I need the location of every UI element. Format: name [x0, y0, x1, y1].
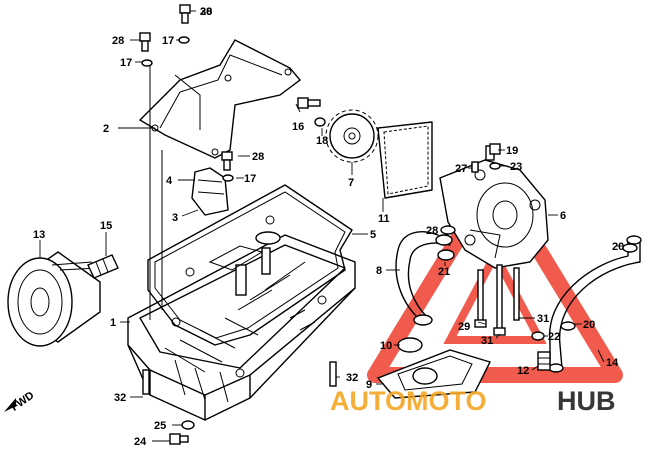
pickup-plate [376, 349, 491, 399]
callout-4: 4 [166, 175, 173, 187]
o-ring-21 [437, 249, 455, 261]
oil-filter [7, 251, 101, 347]
bolt-29 [474, 269, 487, 328]
washer-18 [314, 117, 326, 127]
bolt-30 [179, 4, 191, 24]
fwd-label: FWD [9, 389, 36, 413]
oil-hose [548, 235, 642, 373]
callout-5: 5 [370, 229, 376, 241]
oil-pipe [395, 231, 453, 326]
callout-30: 30 [200, 6, 212, 18]
fitting-19 [489, 143, 501, 155]
callout-9: 9 [366, 379, 372, 391]
o-ring-28c [440, 225, 456, 235]
callout-17a: 17 [120, 57, 132, 69]
washer-23 [489, 162, 501, 170]
washer-17b [178, 36, 190, 44]
callout-15: 15 [100, 220, 112, 232]
bolt-28b [221, 151, 233, 171]
callout-7: 7 [348, 177, 354, 189]
oil-pump-chain [377, 121, 433, 199]
forward-arrow: FWD [4, 389, 36, 414]
oil-pump-sprocket [325, 109, 379, 163]
callout-31a: 31 [537, 313, 549, 325]
callout-2: 2 [103, 123, 109, 135]
baffle-plate [138, 39, 302, 159]
callout-11: 11 [378, 213, 390, 225]
bolt-32b [329, 361, 337, 387]
callout-1: 1 [110, 317, 116, 329]
callout-23: 23 [510, 161, 522, 173]
callout-32b: 32 [346, 372, 358, 384]
watermark-part1: AUTOMOTO [330, 386, 487, 416]
bolt-28a [139, 32, 151, 52]
o-ring-10 [397, 337, 423, 353]
callout-28a: 28 [112, 35, 124, 47]
callout-30: 28 [200, 6, 212, 18]
callout-28c: 28 [426, 225, 438, 237]
callout-18: 18 [316, 135, 328, 147]
callout-29: 29 [458, 321, 470, 333]
washer-25 [181, 420, 195, 430]
bolt-32a [142, 369, 150, 395]
callout-32a: 32 [114, 392, 126, 404]
callout-25: 25 [154, 420, 166, 432]
callout-14: 14 [606, 357, 619, 369]
callout-12: 12 [517, 365, 529, 377]
union-12 [537, 351, 551, 371]
washer-17c [222, 174, 234, 182]
watermark-text: AUTOMOTO HUB [330, 386, 616, 416]
callout-19: 19 [506, 145, 518, 157]
o-ring-22 [531, 331, 545, 341]
callout-17b: 17 [162, 35, 174, 47]
leader-lines [39, 10, 622, 442]
bolt-16 [297, 97, 321, 109]
callout-17c: 17 [244, 173, 256, 185]
callout-27: 27 [455, 163, 467, 175]
callout-labels: 28 [200, 6, 212, 18]
callout-10: 10 [380, 340, 392, 352]
drain-bolt [169, 433, 189, 445]
callout-22: 22 [548, 331, 560, 343]
oil-strainer [191, 167, 229, 216]
watermark-part2: HUB [557, 386, 616, 416]
callouts: 1 2 3 4 5 6 7 8 9 10 11 12 13 14 15 16 1… [33, 6, 624, 448]
o-ring-20b [560, 321, 576, 331]
callout-20a: 20 [612, 241, 624, 253]
callout-16: 16 [292, 121, 304, 133]
bolt-31b [513, 267, 520, 321]
callout-28b: 28 [252, 151, 264, 163]
filter-bolt [87, 254, 119, 279]
callout-6: 6 [560, 210, 566, 222]
callout-8: 8 [376, 265, 382, 277]
callout-31b: 31 [481, 335, 493, 347]
oil-pan [127, 215, 356, 421]
callout-3: 3 [172, 212, 178, 224]
callout-13: 13 [33, 229, 45, 241]
callout-20b: 20 [583, 319, 595, 331]
o-ring-20a [622, 243, 638, 253]
callout-24: 24 [134, 436, 147, 448]
callout-21: 21 [438, 266, 450, 278]
pin-27 [471, 161, 479, 173]
washer-17a [141, 59, 153, 67]
